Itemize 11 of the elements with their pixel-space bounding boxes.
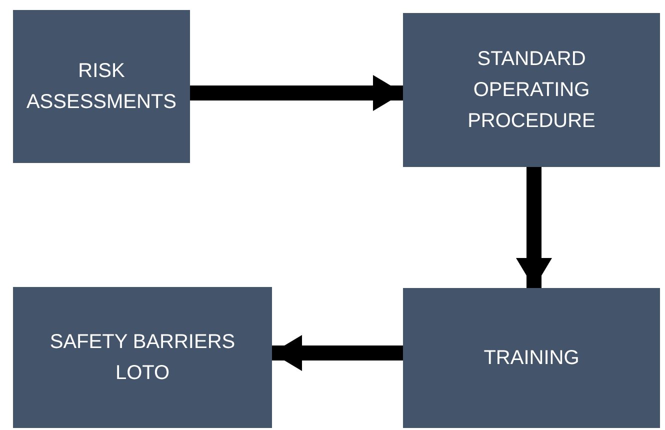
block-arrow — [516, 167, 552, 288]
process-box — [403, 288, 660, 428]
box-label: SAFETY BARRIERS LOTO — [48, 330, 236, 386]
box-label: STANDARD OPERATING PROCEDURE — [466, 46, 596, 134]
box-label: TRAINING — [484, 346, 580, 370]
block-arrow — [190, 75, 403, 111]
box-label: RISK ASSESSMENTS — [25, 58, 178, 114]
block-arrow — [272, 335, 403, 371]
process-box — [13, 287, 272, 428]
process-box — [403, 13, 660, 167]
process-box — [13, 10, 190, 163]
